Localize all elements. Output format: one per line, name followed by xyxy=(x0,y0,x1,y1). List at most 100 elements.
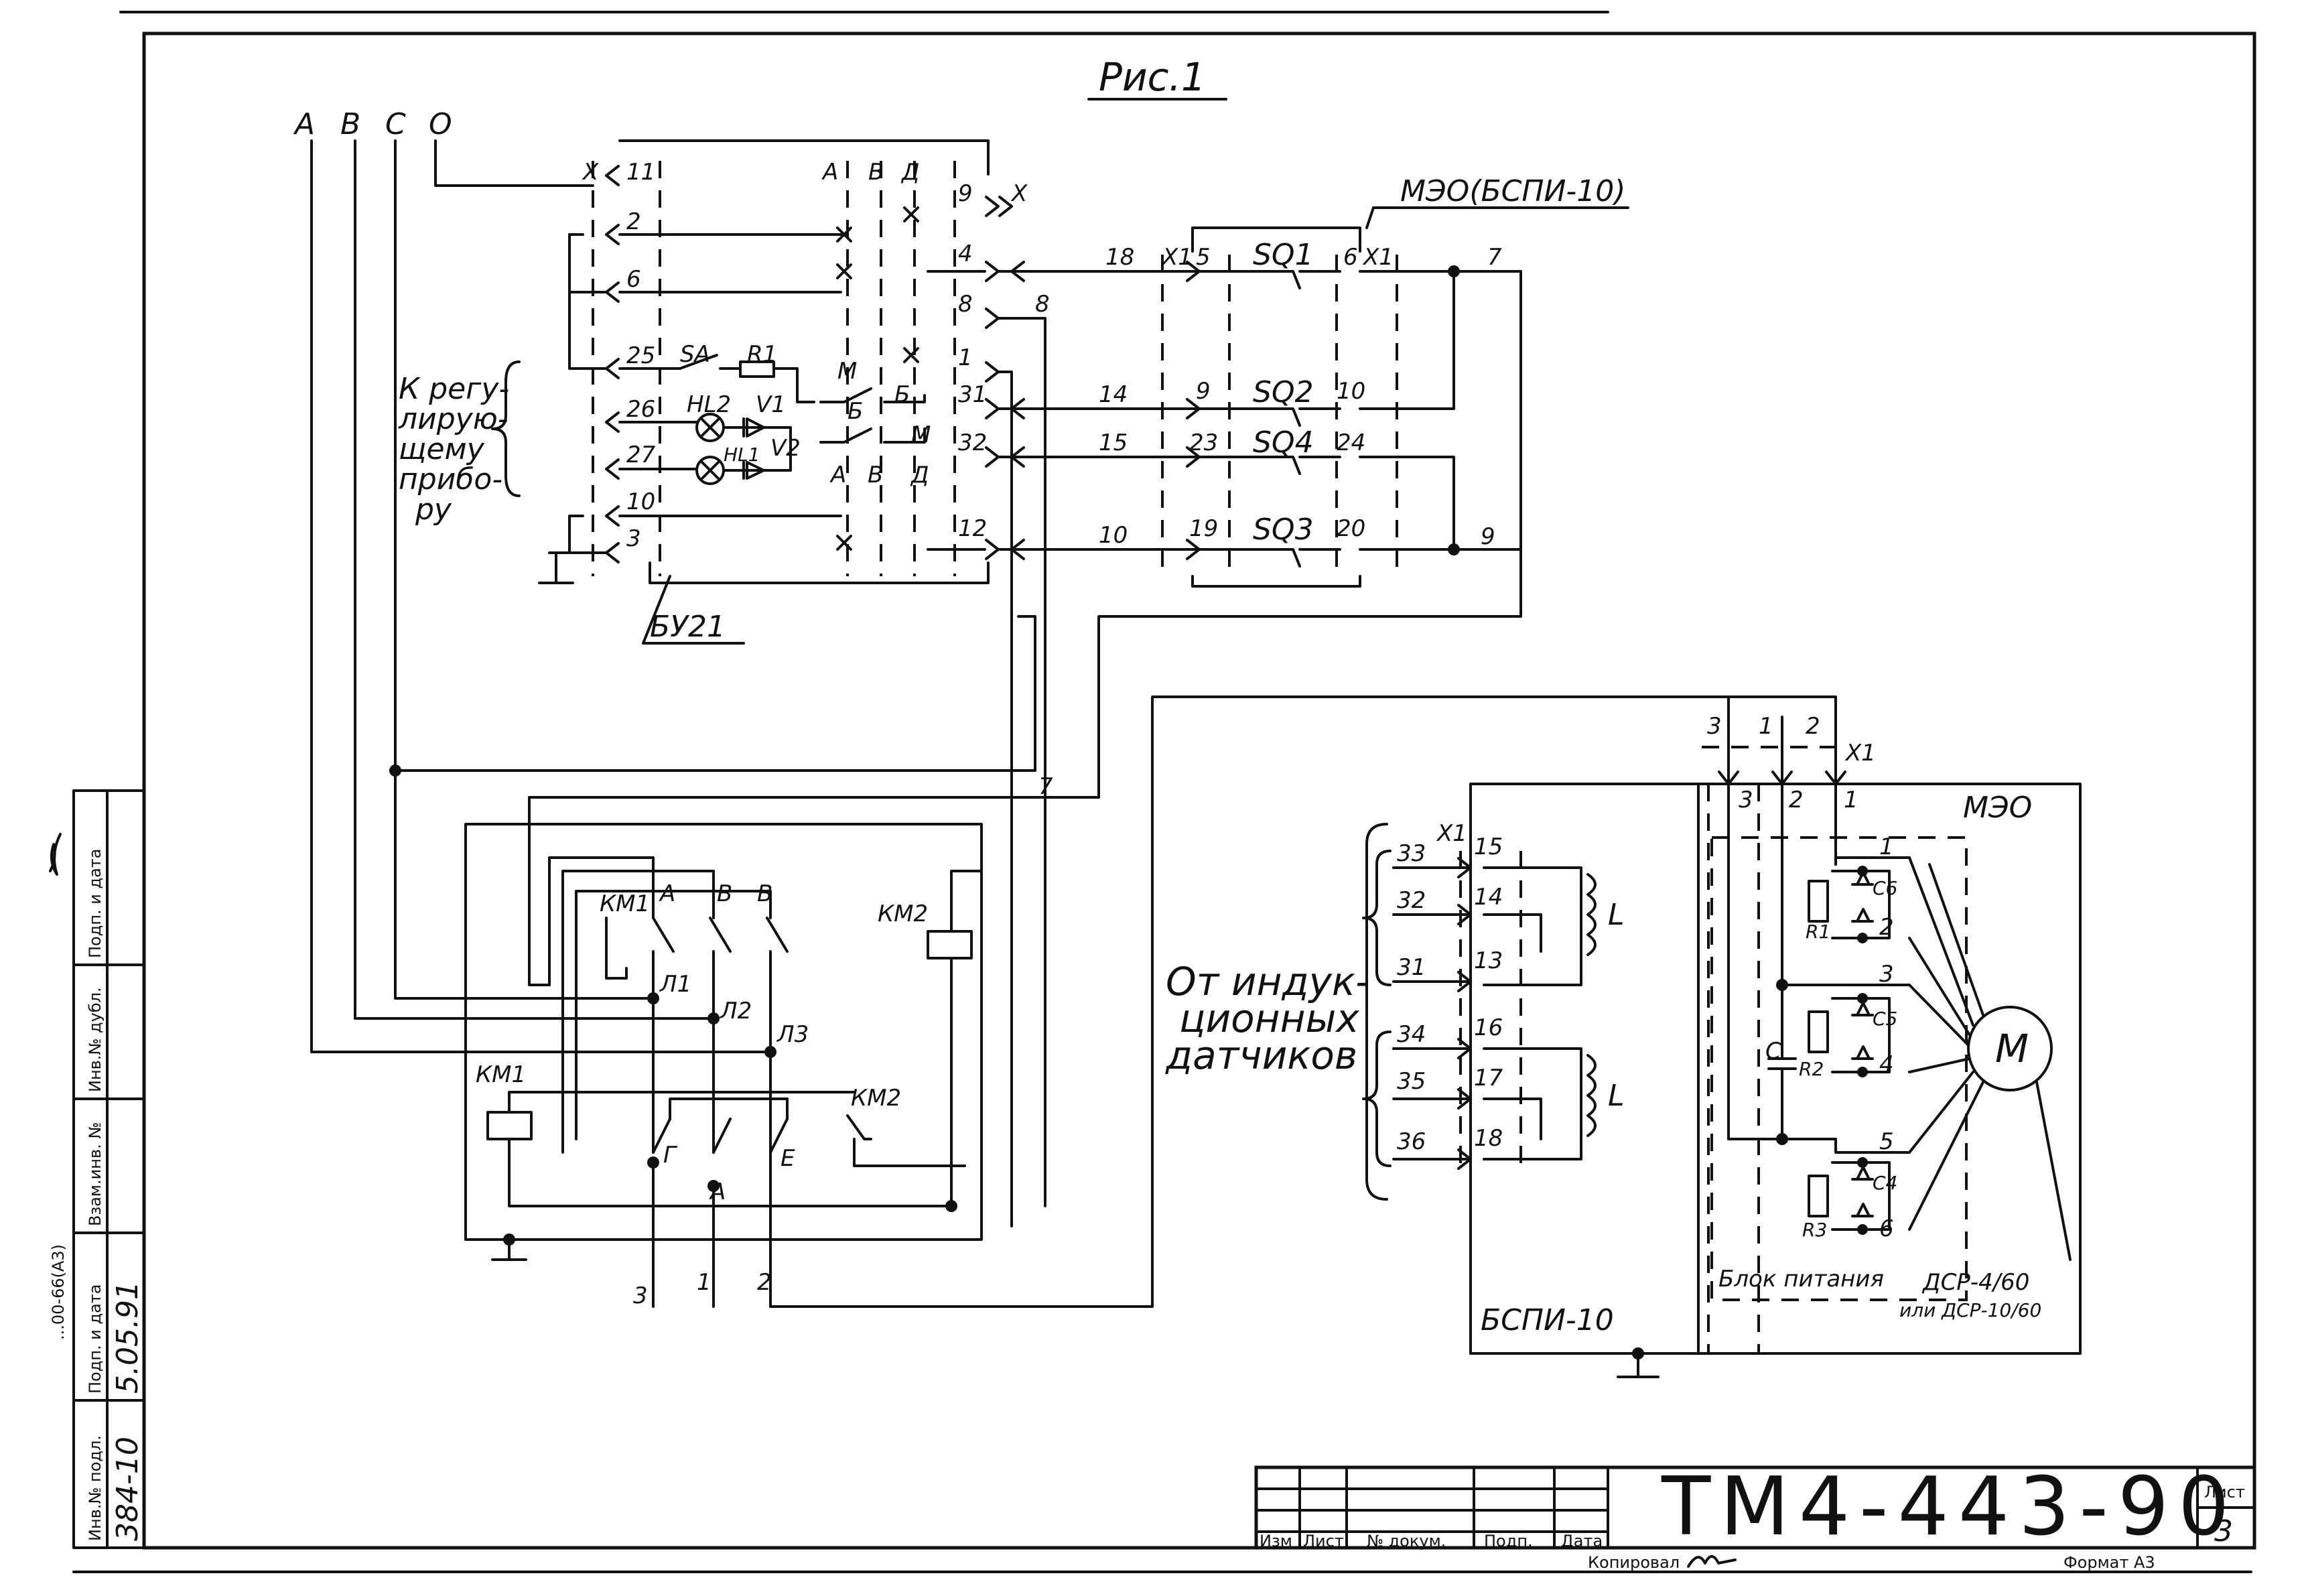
bu21-pin-4: 4 xyxy=(958,241,973,267)
power-pin-1: 1 xyxy=(1879,834,1894,860)
regulator-note: К регу- лирую- щему прибо- ру xyxy=(398,360,521,527)
regulator-line-4: прибо- xyxy=(399,462,502,496)
x1-pin-1: 1 xyxy=(1759,713,1773,740)
stamp-col-4: Подп. и дата xyxy=(86,1284,105,1394)
bu21-pin-31: 31 xyxy=(958,381,987,408)
motor-note-2: или ДСР-10/60 xyxy=(1899,1299,2041,1321)
contact-m-2: М xyxy=(911,421,931,448)
phase-b-label: В xyxy=(340,107,360,141)
wire-18: 18 xyxy=(1105,244,1134,271)
bu21-block: БУ21 11 2 6 25 26 27 10 3 X xyxy=(538,139,1028,645)
bu21-pin-6: 6 xyxy=(626,266,641,293)
motor-note-1: ДСР-4/60 xyxy=(1921,1269,2029,1296)
hl2-label: HL2 xyxy=(687,391,731,418)
stamp-inv-number: 384-10 xyxy=(111,1437,145,1541)
x1-right-label: X1 xyxy=(1362,244,1394,271)
bspi-pin-35: 35 xyxy=(1397,1068,1426,1095)
contact-g-label: Г xyxy=(663,1142,678,1169)
tb-header-date: Дата xyxy=(1561,1532,1603,1550)
x1-supply-label: X1 xyxy=(1844,740,1876,767)
coil-l-top-label: L xyxy=(1608,898,1625,932)
meo-pin-24: 24 xyxy=(1337,429,1365,456)
wire-7-mid: 7 xyxy=(1038,773,1053,800)
contact-b-2: Б xyxy=(894,381,910,408)
coil-l-bottom-label: L xyxy=(1608,1079,1625,1113)
meo-pin-20: 20 xyxy=(1337,515,1365,542)
motor-label: М xyxy=(1995,1026,2029,1071)
meo-in-1: 1 xyxy=(1844,787,1858,813)
bspi-pin-13: 13 xyxy=(1474,947,1503,974)
tb-header-sign: Подп. xyxy=(1484,1532,1533,1550)
regulator-line-3: щему xyxy=(399,432,485,466)
line-l1-label: Л1 xyxy=(659,971,691,998)
capacitor-c-label: C xyxy=(1765,1038,1781,1065)
v1-label: V1 xyxy=(756,391,786,418)
bspi-pin-32: 32 xyxy=(1397,887,1426,914)
switch-d-label: Д xyxy=(900,159,920,186)
km1-coil-label: КМ1 xyxy=(476,1061,526,1088)
tb-header-list: Лист xyxy=(1303,1532,1344,1550)
title-block: Изм Лист № докум. Подп. Дата ТМ4-443-90 … xyxy=(1254,1461,2256,1572)
x1-pin-2: 2 xyxy=(1806,713,1820,740)
contact-a-1: А xyxy=(829,462,846,488)
handwritten-signature xyxy=(49,833,62,876)
drawing-code: ТМ4-443-90 xyxy=(1661,1461,2239,1554)
bspi-x1-label: X1 xyxy=(1436,820,1467,847)
bu21-pin-10: 10 xyxy=(626,488,655,515)
stamp-ref-code: ...00-66(А3) xyxy=(49,1244,68,1340)
line-l2-label: Л2 xyxy=(719,998,752,1024)
bu21-pin-9: 9 xyxy=(958,180,973,207)
regulator-line-1: К регу- xyxy=(399,372,509,406)
bu21-left-connector: 11 2 6 25 26 27 10 3 X xyxy=(538,159,842,584)
meo-in-3: 3 xyxy=(1739,787,1753,813)
motor-symbol xyxy=(1967,1006,2053,1091)
contact-v-label: В xyxy=(717,880,732,907)
contactor-block: КМ1 А В В Л1 Л2 Л3 КМ1 КМ2 Г А Е xyxy=(464,695,1837,1309)
sq1-label: SQ1 xyxy=(1253,238,1314,272)
x1-left-label: X1 xyxy=(1161,244,1193,271)
power-pin-5: 5 xyxy=(1879,1128,1894,1155)
wire-15: 15 xyxy=(1099,429,1128,456)
meo-pin-5: 5 xyxy=(1196,244,1211,271)
switch-a-label: А xyxy=(821,159,838,186)
stamp-col-5: Инв.№ подл. xyxy=(86,1435,105,1541)
bu21-pin-3: 3 xyxy=(626,525,641,552)
meo-label: МЭО xyxy=(1963,791,2032,825)
bspi-pin-16: 16 xyxy=(1474,1014,1503,1041)
contact-a-label: А xyxy=(659,880,675,907)
tb-copied-label: Копировал xyxy=(1588,1553,1680,1572)
contact-v2-label: В xyxy=(757,880,772,907)
bu21-right-x-label: X xyxy=(1010,180,1028,207)
contact-d-1: Д xyxy=(910,462,929,488)
r2-stack-label: R2 xyxy=(1799,1058,1824,1080)
supply-wire-2: 2 xyxy=(757,1269,772,1296)
km2-coil-label: КМ2 xyxy=(878,901,928,927)
bu21-right-connector: А В Д М Б Б М А В Д 9 X 4 8 1 31 32 xyxy=(819,159,1028,560)
bspi-pin-34: 34 xyxy=(1397,1021,1426,1048)
bspi-pin-18: 18 xyxy=(1474,1125,1503,1152)
phase-lines: А В С О xyxy=(293,107,1036,1053)
bspi-pin-36: 36 xyxy=(1397,1128,1426,1155)
sq2-label: SQ2 xyxy=(1253,375,1314,409)
bu21-pin-1: 1 xyxy=(958,344,973,371)
bu21-pin-32: 32 xyxy=(958,429,987,456)
tb-header-doc: № докум. xyxy=(1367,1532,1446,1550)
c4-label: C4 xyxy=(1873,1172,1897,1194)
sensor-line-1: От индук- xyxy=(1166,959,1369,1004)
power-pin-4: 4 xyxy=(1879,1051,1894,1078)
line-l3-label: Л3 xyxy=(776,1021,809,1048)
wire-14: 14 xyxy=(1099,381,1128,408)
stamp-col-1: Подп. и дата xyxy=(86,849,105,959)
contact-m-1: М xyxy=(837,358,857,385)
meo-bspi-upper-block: МЭО(БСПИ-10) X1 X1 5 9 23 19 6 10 24 20 … xyxy=(528,174,1629,1227)
x1-pin-3: 3 xyxy=(1707,713,1722,740)
bu21-pin-8: 8 xyxy=(958,291,973,318)
power-stack-1: C6 R1 1 2 xyxy=(1806,834,1911,943)
meo-pin-6: 6 xyxy=(1343,244,1358,271)
supply-wire-3: 3 xyxy=(633,1282,648,1309)
meo-pin-19: 19 xyxy=(1189,515,1218,542)
regulator-line-2: лирую- xyxy=(398,402,509,436)
phase-a-label: А xyxy=(293,107,315,141)
tb-format-label: Формат А3 xyxy=(2063,1553,2155,1572)
km2-contact-label: КМ2 xyxy=(851,1085,901,1112)
